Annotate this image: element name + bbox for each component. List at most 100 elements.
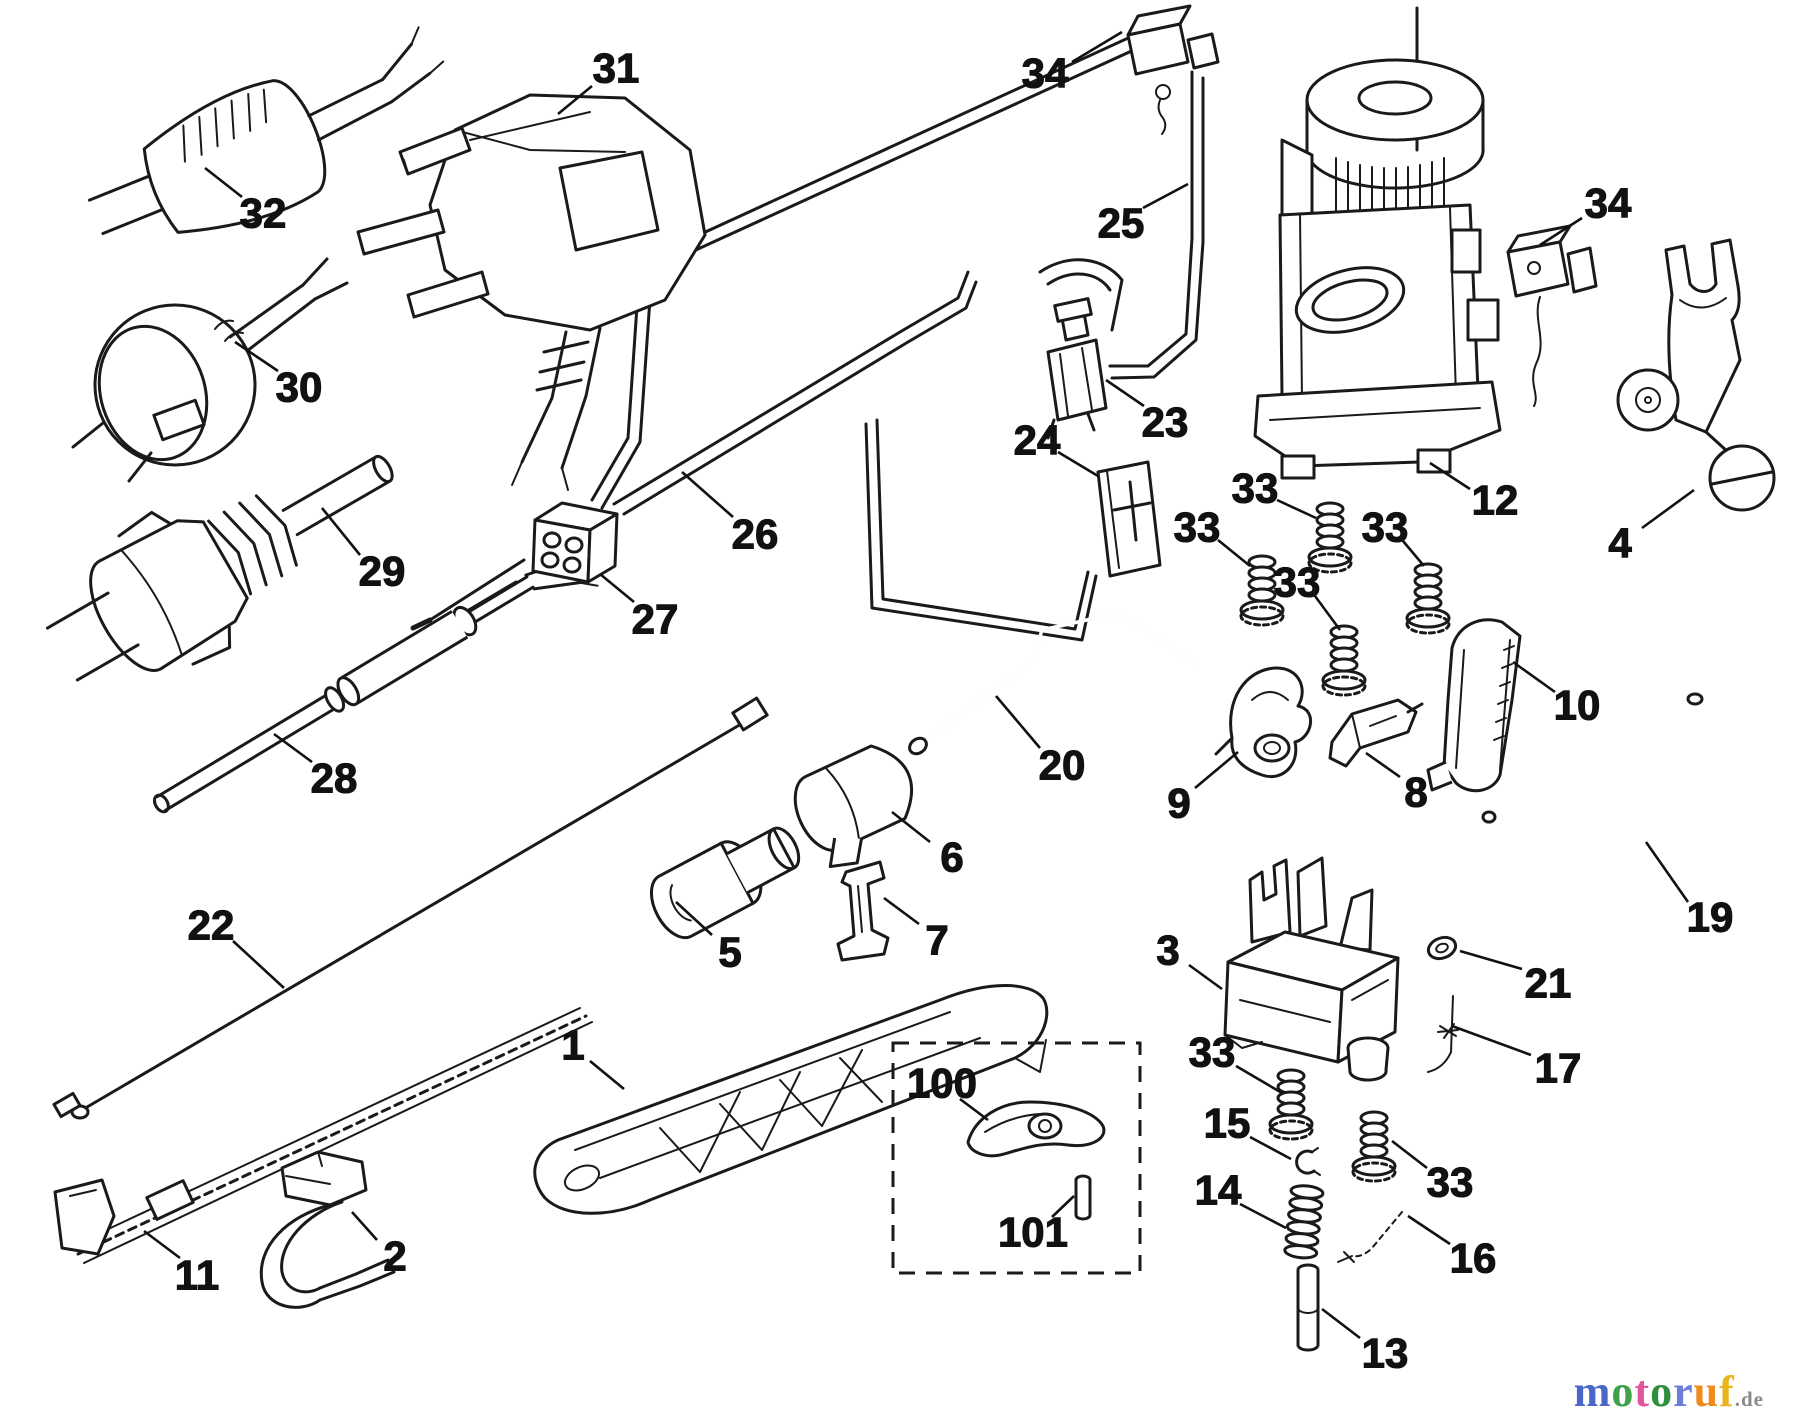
part-11-rail — [53, 1007, 593, 1264]
logo-letter: r — [1673, 1367, 1694, 1416]
part-17-retaining-wire — [1427, 995, 1459, 1073]
part-30-australian-plug — [71, 257, 349, 483]
leader-line-26-8 — [681, 471, 734, 518]
leader-line-14-35 — [1239, 1202, 1287, 1230]
part-label-8-20: 8 — [1404, 769, 1427, 816]
part-label-34-5: 34 — [1022, 50, 1069, 97]
part-label-16-37: 16 — [1450, 1235, 1497, 1282]
part-label-33-16: 33 — [1274, 559, 1321, 606]
part-1-handle-housing — [533, 984, 1049, 1215]
part-label-31-2: 31 — [593, 45, 640, 92]
part-29-schuko-plug — [45, 454, 394, 682]
part-label-23-10: 23 — [1142, 399, 1189, 446]
part-label-7-25: 7 — [925, 917, 948, 964]
part-101-pin — [1074, 1174, 1092, 1221]
part-label-24-11: 24 — [1014, 417, 1061, 464]
part-23-switch — [1046, 297, 1108, 440]
part-16-wire — [1337, 1211, 1403, 1263]
logo-letter: t — [1634, 1367, 1651, 1416]
leader-line-21-31 — [1459, 949, 1523, 971]
logo-letter: m — [1573, 1367, 1612, 1416]
part-label-27-9: 27 — [632, 596, 679, 643]
motoruf-logo: motoruf.de — [1574, 1370, 1764, 1414]
leader-line-33-15 — [1217, 538, 1251, 568]
leader-line-33-17 — [1402, 540, 1425, 567]
part-5-bushing — [649, 826, 801, 940]
part-label-34-7: 34 — [1585, 180, 1632, 227]
leader-line-34-7 — [1539, 216, 1583, 247]
part-label-30-1: 30 — [276, 364, 323, 411]
leader-line-5-24 — [675, 901, 713, 936]
part-label-11-28: 11 — [175, 1252, 219, 1299]
accessory-dashed-box — [891, 1041, 1142, 1275]
part-label-100-39: 100 — [907, 1060, 977, 1107]
part-label-9-19: 9 — [1167, 780, 1190, 827]
leader-line-25-6 — [1142, 182, 1189, 210]
leader-line-100-39 — [959, 1097, 989, 1122]
leader-line-22-26 — [232, 940, 285, 989]
leader-line-29-3 — [320, 507, 362, 556]
part-33-spring-screws — [1239, 501, 1451, 1183]
part-label-20-21: 20 — [1039, 742, 1086, 789]
part-label-32-0: 32 — [240, 190, 287, 237]
part-label-19-22: 19 — [1687, 894, 1734, 941]
part-31-uk-plug — [356, 93, 707, 491]
leader-line-8-20 — [1365, 751, 1401, 779]
part-3-housing-block — [1223, 856, 1400, 1082]
leader-line-15-34 — [1249, 1135, 1292, 1161]
leader-line-33-14 — [1276, 498, 1317, 520]
part-label-33-14: 33 — [1232, 465, 1279, 512]
part-24-capacitor — [1096, 460, 1162, 578]
part-12-motor — [1253, 58, 1502, 480]
part-label-33-17: 33 — [1362, 504, 1409, 551]
leader-line-11-28 — [143, 1229, 181, 1260]
part-10-trigger — [1426, 618, 1522, 793]
part-label-14-35: 14 — [1195, 1167, 1242, 1214]
leader-line-31-2 — [557, 84, 593, 116]
leader-line-4-13 — [1641, 488, 1695, 530]
part-label-17-32: 17 — [1535, 1045, 1582, 1092]
part-7-bracket — [836, 860, 890, 962]
logo-letter: f — [1719, 1367, 1735, 1416]
leader-line-23-10 — [1105, 378, 1145, 408]
part-34-clip-top — [1126, 4, 1220, 135]
part-label-21-31: 21 — [1525, 960, 1572, 1007]
leader-line-9-19 — [1194, 751, 1239, 789]
part-label-29-3: 29 — [359, 548, 406, 595]
leader-line-1-27 — [589, 1059, 625, 1091]
part-4-roller-lever — [1616, 238, 1776, 512]
logo-letter: o — [1650, 1367, 1674, 1416]
part-13-pin — [1296, 1263, 1320, 1352]
part-28-cable-sleeve — [152, 554, 599, 814]
leader-line-6-23 — [891, 810, 931, 844]
leader-line-28-4 — [273, 732, 313, 764]
leader-line-24-11 — [1057, 450, 1099, 478]
part-label-6-23: 6 — [940, 834, 963, 881]
part-21-washer — [1426, 935, 1458, 961]
leader-line-33-16 — [1313, 595, 1342, 631]
leader-line-101-40 — [1051, 1195, 1075, 1218]
leader-line-16-37 — [1407, 1214, 1451, 1246]
part-label-28-4: 28 — [311, 755, 358, 802]
part-9-cam-lever — [1214, 666, 1313, 778]
logo-letter: o — [1611, 1367, 1635, 1416]
part-label-13-38: 13 — [1362, 1330, 1409, 1377]
leader-line-13-38 — [1321, 1307, 1361, 1340]
part-label-3-30: 3 — [1156, 927, 1179, 974]
part-20-rod — [908, 611, 1200, 756]
logo-letter: u — [1693, 1367, 1720, 1416]
leader-line-10-18 — [1512, 660, 1556, 694]
leader-line-34-5 — [1071, 30, 1123, 64]
leader-line-12-12 — [1429, 461, 1471, 491]
part-15-e-clip — [1295, 1147, 1321, 1176]
leader-line-2-29 — [351, 1211, 378, 1241]
part-label-15-34: 15 — [1204, 1100, 1251, 1147]
part-label-5-24: 5 — [718, 929, 741, 976]
part-label-33-36: 33 — [1427, 1159, 1474, 1206]
part-8-lever — [1328, 698, 1424, 768]
leader-line-32-0 — [204, 166, 243, 199]
leader-line-33-36 — [1391, 1139, 1428, 1170]
leader-line-19-22 — [1644, 841, 1690, 903]
